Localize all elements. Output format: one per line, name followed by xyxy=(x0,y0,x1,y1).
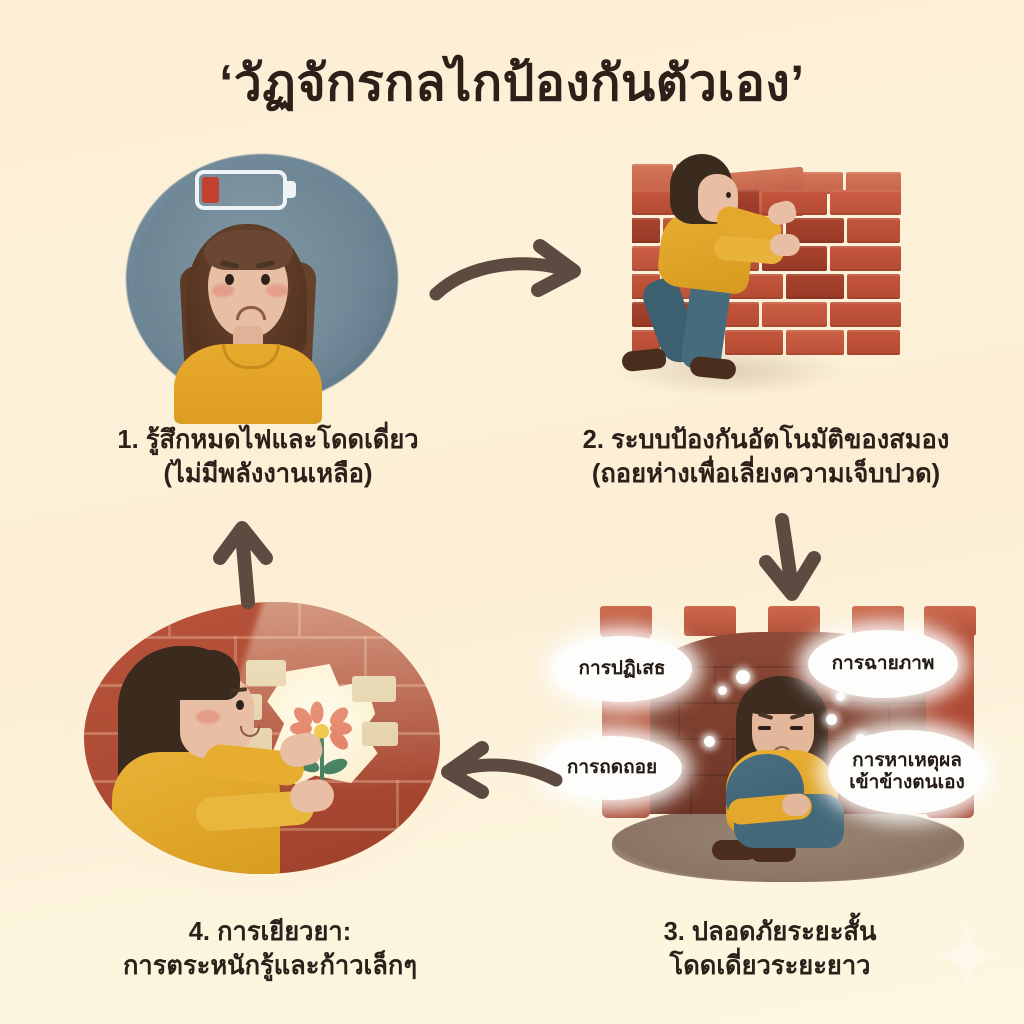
thought-bubble-regression-label: การถดถอย xyxy=(566,756,658,778)
thought-dot xyxy=(718,686,727,695)
caption-step-4: 4. การเยียวยา: การตระหนักรู้และก้าวเล็กๆ xyxy=(70,916,470,983)
eye-right xyxy=(261,274,270,285)
caption-step-4-line2: การตระหนักรู้และก้าวเล็กๆ xyxy=(122,951,418,980)
thought-bubble-rationalization-line1: การหาเหตุผล xyxy=(852,749,962,771)
caption-step-2: 2. ระบบป้องกันอัตโนมัติของสมอง (ถอยห่างเ… xyxy=(522,424,1010,491)
thought-bubble-rationalization: การหาเหตุผล เข้าข้างตนเอง xyxy=(828,730,986,814)
thought-bubble-projection: การฉายภาพ xyxy=(808,630,958,698)
caption-step-4-line1: 4. การเยียวยา: xyxy=(188,918,352,946)
eye xyxy=(236,700,244,710)
caption-step-1: 1. รู้สึกหมดไฟและโดดเดี่ยว (ไม่มีพลังงาน… xyxy=(40,424,496,491)
page-title: ‘วัฏจักรกลไกป้องกันตัวเอง’ xyxy=(219,55,805,111)
cheek-right xyxy=(266,284,288,297)
curved-arrow-left-icon xyxy=(441,741,563,799)
yellow-sweater xyxy=(174,344,322,424)
healing-scene xyxy=(84,602,440,874)
eye-left xyxy=(225,274,234,285)
caption-step-3: 3. ปลอดภัยระยะสั้น โดดเดี่ยวระยะยาว xyxy=(570,916,970,983)
panel-4-illustration-healing xyxy=(68,592,468,892)
cheek-left xyxy=(212,284,234,297)
thought-bubble-rationalization-line2: เข้าข้างตนเอง xyxy=(849,772,965,793)
panel-3-illustration-fortress: การปฏิเสธ การฉายภาพ การถดถอย การหาเหตุผล… xyxy=(542,588,990,890)
thought-dot xyxy=(736,670,750,684)
caption-step-2-line1: 2. ระบบป้องกันอัตโนมัติของสมอง xyxy=(582,426,950,454)
eye xyxy=(726,192,731,198)
arrow-up-icon xyxy=(213,521,273,609)
bangs xyxy=(746,682,820,714)
bangs xyxy=(204,230,293,270)
thought-dot xyxy=(704,736,715,747)
thought-dot xyxy=(826,714,837,725)
thought-bubble-denial: การปฏิเสธ xyxy=(552,636,692,702)
eye-right-closed xyxy=(790,726,803,730)
curved-arrow-right-icon xyxy=(429,239,581,301)
thought-dot xyxy=(836,692,845,701)
hand xyxy=(782,794,810,816)
panel-2-illustration-building-wall xyxy=(608,150,928,408)
low-battery-icon xyxy=(195,170,296,210)
hand-lower xyxy=(770,234,800,256)
thought-bubble-regression: การถดถอย xyxy=(542,736,682,800)
thought-bubble-projection-label: การฉายภาพ xyxy=(831,652,935,674)
bangs xyxy=(144,650,240,700)
eye-left-closed xyxy=(758,726,771,730)
cheek xyxy=(196,710,220,724)
caption-step-3-line1: 3. ปลอดภัยระยะสั้น xyxy=(663,918,877,946)
caption-step-3-line2: โดดเดี่ยวระยะยาว xyxy=(669,951,871,980)
arrow-down-icon xyxy=(759,513,821,601)
caption-step-2-line2: (ถอยห่างเพื่อเลี่ยงความเจ็บปวด) xyxy=(591,459,941,488)
panel-1-illustration-burnout xyxy=(112,148,412,424)
sparkle-star-icon xyxy=(936,920,998,992)
thought-bubble-denial-label: การปฏิเสธ xyxy=(578,657,666,679)
caption-step-1-line1: 1. รู้สึกหมดไฟและโดดเดี่ยว xyxy=(117,426,419,454)
caption-step-1-line2: (ไม่มีพลังงานเหลือ) xyxy=(163,459,373,488)
